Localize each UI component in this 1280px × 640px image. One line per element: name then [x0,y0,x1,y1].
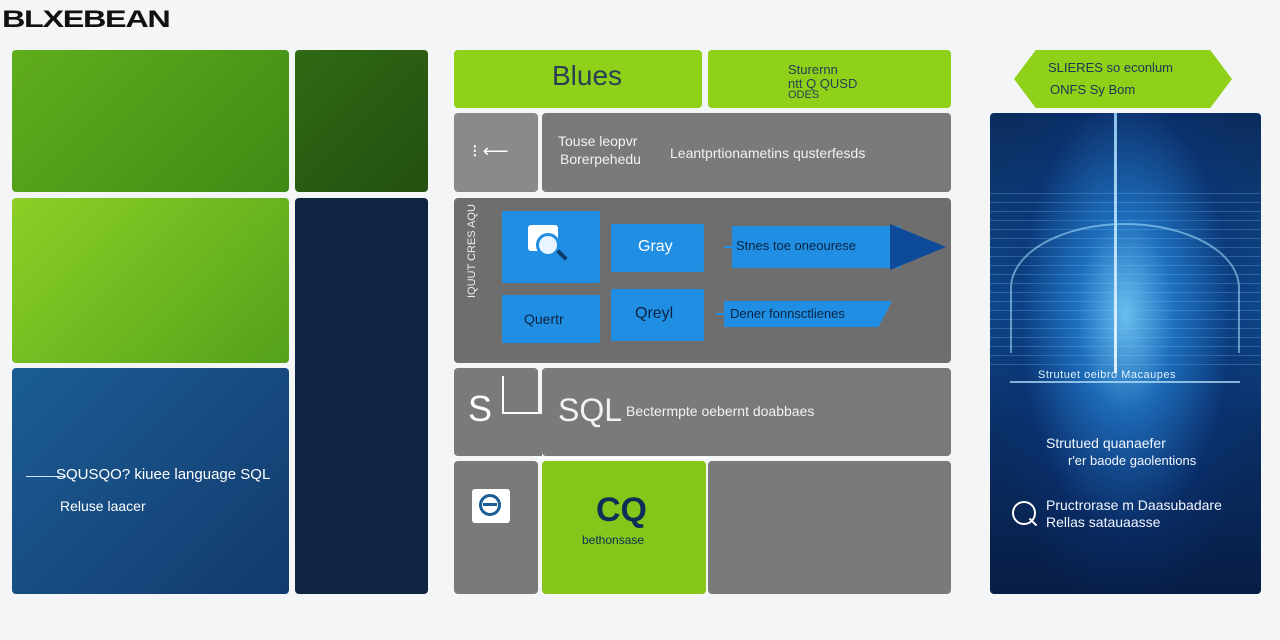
row4-right-tile [708,461,951,594]
band-2-connector [716,313,724,315]
banner-line2: ONFS Sy Bom [1050,82,1136,97]
query-panel: IQUUT CRES AQU Gray Stnes toe oneourese … [454,198,951,363]
search-icon [528,225,572,269]
lime-tile-frame [538,457,708,459]
structured-line1: Strutued quanaefer [1046,435,1166,451]
header-right-line2: ntt Q QUSD [788,76,858,91]
search-line1: Pructrorase m Daasubadare [1046,497,1222,513]
sql-language-subtitle: Reluse laacer [60,498,146,514]
gear-icon [472,489,510,523]
row1-left-line1: Touse leopvr [558,133,638,149]
gear-icon-tile[interactable] [454,461,538,594]
band-1-connector [724,246,732,248]
qreyl-button[interactable]: Qreyl [611,289,704,341]
lime-database-tile[interactable]: CQ bethonsase [542,461,706,594]
right-banner[interactable]: SLIERES so econlum ONFS Sy Bom [1014,50,1232,108]
sql-underlay [500,414,542,456]
query-button-label: Quertr [524,311,564,327]
band-2[interactable]: Dener fonnsctlienes [716,301,892,327]
row1-icon-tile[interactable]: ⁝ ⟵ [454,113,538,192]
glow-strip-text: Strutuet oeibro Macaupes [1038,369,1176,381]
gray-button[interactable]: Gray [611,224,704,272]
search-line2: Rellas satauaasse [1046,514,1161,530]
qreyl-button-label: Qreyl [635,305,674,322]
header-right-line1: Sturernn [788,62,838,77]
green-tile-top-right [295,50,428,192]
banner-line1: SLIERES so econlum [1048,60,1174,75]
band-2-label: Dener fonnsctlienes [730,306,845,321]
query-button[interactable]: Quertr [502,295,600,343]
search-icon-tile[interactable] [502,211,600,283]
header-blues-label: Blues [552,60,623,91]
header-right-line3: ODES [788,89,820,101]
sql-icon-tile[interactable]: S [454,368,538,456]
sql-language-tile[interactable]: SQUSQO? kiuee language SQL Reluse laacer [12,368,289,594]
sql-title: SQL [558,392,623,428]
navy-column-tile [295,198,428,594]
sql-content-tile[interactable]: SQL Bectermpte oebernt doabbaes [542,368,951,456]
divider-line [26,476,66,477]
glow-arc [1010,223,1240,353]
sql-language-title: SQUSQO? kiuee language SQL [56,466,271,483]
green-tile-middle [12,198,289,363]
structured-line2: r'er baode gaolentions [1068,453,1197,468]
row1-left-line2: Borerpehedu [560,151,641,167]
sql-description: Bectermpte oebernt doabbaes [626,403,815,419]
brand-logo: BLXEBEAN [2,6,171,33]
row1-right-text: Leantprtionametins qusterfesds [670,145,866,161]
lime-glyph: CQ [596,491,647,529]
band-1-label: Stnes toe oneourese [736,238,856,253]
green-tile-top-left [12,50,289,192]
glow-strip [1010,381,1240,383]
gray-button-label: Gray [638,238,673,255]
header-tile-blues[interactable]: Blues [454,50,702,108]
row1-icon: ⁝ ⟵ [472,141,509,161]
search-icon[interactable] [1012,501,1038,527]
sql-glyph: S [468,388,493,429]
band-1[interactable]: Stnes toe oneourese [724,224,946,270]
lime-caption: bethonsase [582,533,645,547]
right-glow-panel: Strutuet oeibro Macaupes Strutued quanae… [990,113,1261,594]
header-tile-right[interactable]: Sturernn ntt Q QUSD ODES [708,50,951,108]
sql-bracket [502,376,504,414]
vertical-label: IQUUT CRES AQU [466,204,478,298]
row1-content-tile[interactable]: Touse leopvr Borerpehedu Leantprtionamet… [542,113,951,192]
